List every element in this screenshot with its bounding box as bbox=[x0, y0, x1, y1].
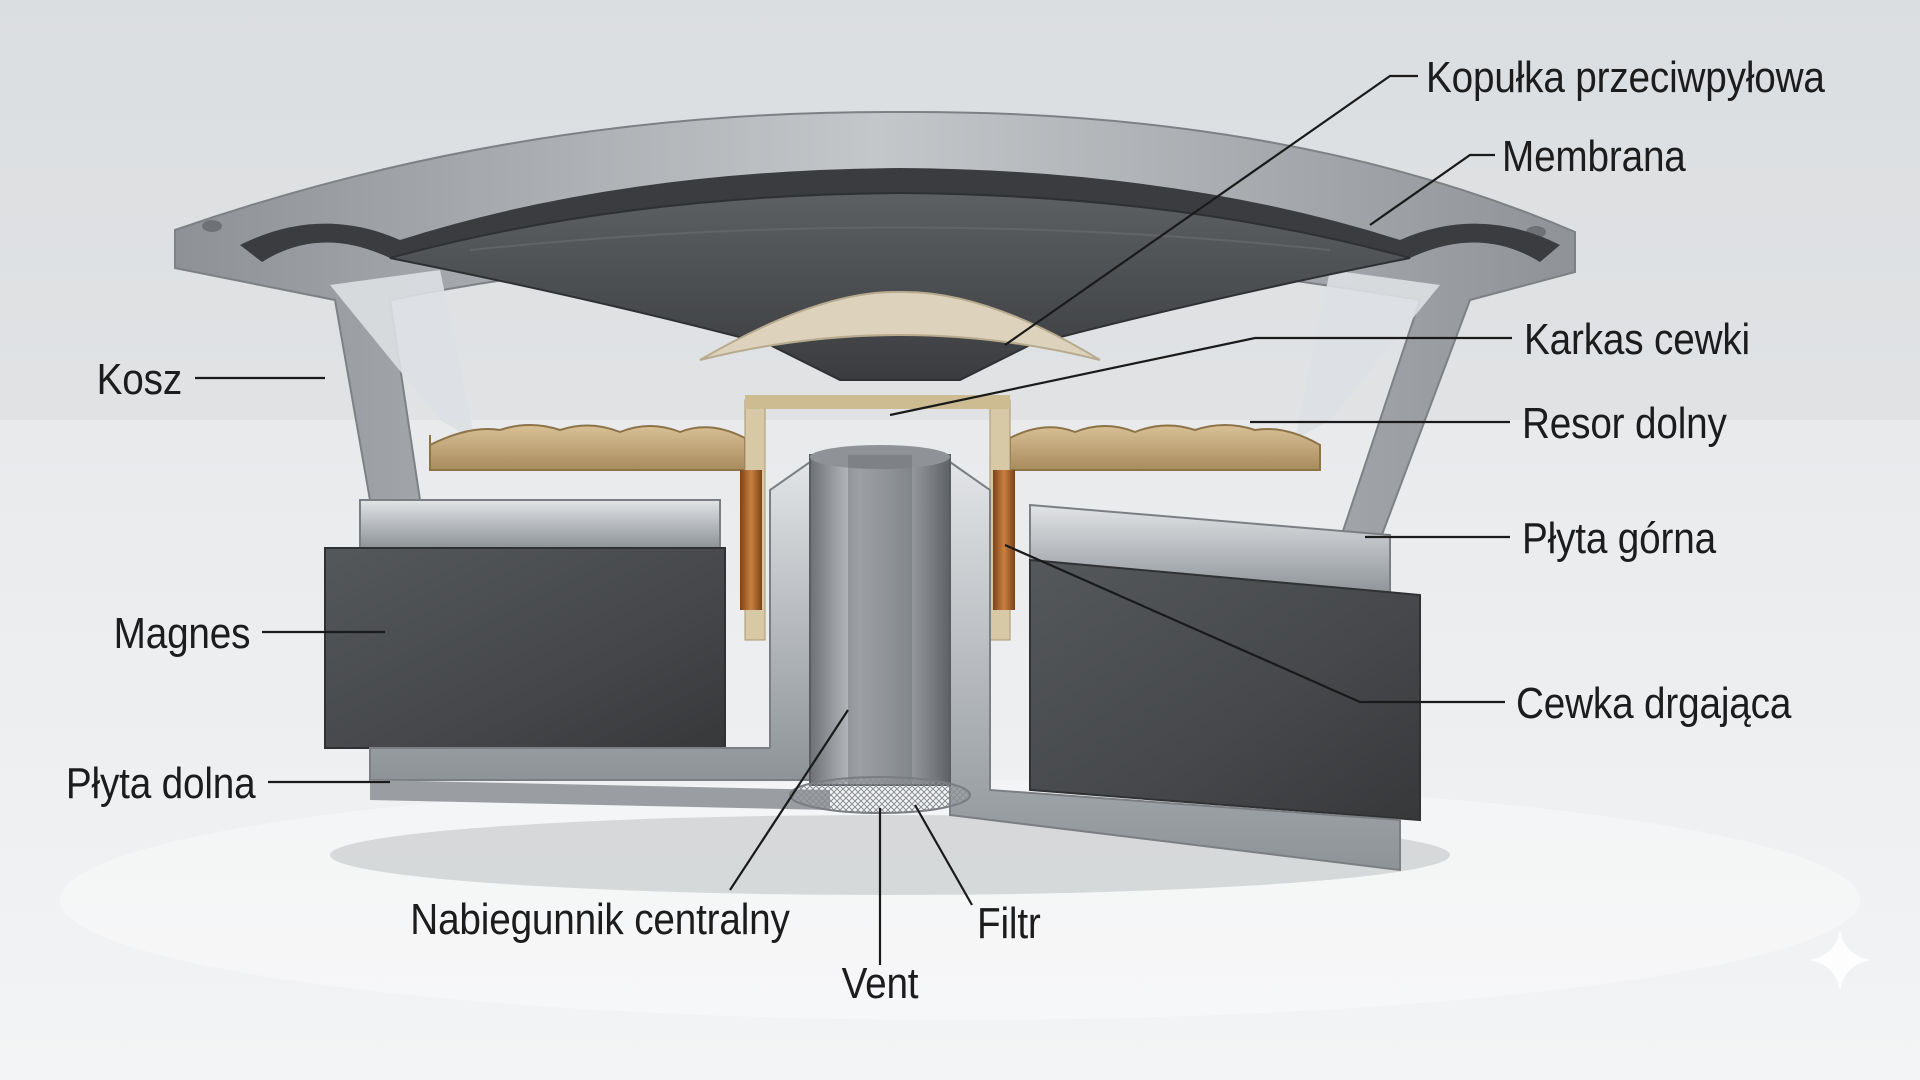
leader-cone bbox=[1369, 153, 1495, 226]
label-coil-former: Karkas cewki bbox=[1524, 315, 1750, 364]
spider-left bbox=[429, 424, 746, 471]
label-top-plate: Płyta górna bbox=[1522, 514, 1716, 563]
vent-bore bbox=[848, 455, 912, 785]
label-cone: Membrana bbox=[1502, 132, 1686, 181]
leader-lines bbox=[195, 74, 1512, 965]
coil-former-ring bbox=[745, 395, 1010, 409]
magnet-right bbox=[1029, 558, 1421, 822]
label-magnet: Magnes bbox=[113, 609, 250, 658]
surround bbox=[240, 168, 1560, 262]
basket-window-left bbox=[330, 270, 475, 440]
leader-dust-cap bbox=[1004, 74, 1418, 346]
pole-piece bbox=[809, 454, 951, 786]
label-dust-cap: Kopułka przeciwpyłowa bbox=[1426, 53, 1825, 102]
label-pole-piece: Nabiegunnik centralny bbox=[410, 895, 790, 944]
magnet-left bbox=[324, 547, 726, 749]
basket-window-right bbox=[1295, 270, 1440, 440]
filter-mesh bbox=[789, 776, 971, 814]
bottom-plate-edge bbox=[370, 780, 830, 810]
leader-voice-coil bbox=[1004, 543, 1505, 704]
voice-coil-right bbox=[993, 470, 1015, 610]
leader-pole-piece bbox=[729, 709, 849, 891]
label-voice-coil: Cewka drgająca bbox=[1516, 679, 1792, 728]
label-vent: Vent bbox=[841, 959, 919, 1008]
sparkle-icon bbox=[1810, 930, 1870, 990]
bottom-plate-right bbox=[949, 460, 1401, 872]
pole-piece-top bbox=[810, 445, 950, 469]
label-basket: Kosz bbox=[96, 355, 183, 404]
spider-right bbox=[1009, 424, 1321, 471]
label-bottom-plate: Płyta dolna bbox=[66, 759, 256, 808]
table-surface bbox=[60, 780, 1860, 1020]
cone-texture bbox=[469, 226, 1331, 251]
leader-coil-former bbox=[889, 336, 1512, 417]
mounting-hole-left bbox=[202, 220, 222, 232]
voice-coil-left bbox=[740, 470, 762, 610]
dust-cap bbox=[699, 290, 1101, 361]
label-spider: Resor dolny bbox=[1522, 399, 1727, 448]
leader-filter bbox=[914, 804, 973, 906]
top-plate-left bbox=[359, 499, 721, 549]
label-filter: Filtr bbox=[977, 899, 1041, 948]
